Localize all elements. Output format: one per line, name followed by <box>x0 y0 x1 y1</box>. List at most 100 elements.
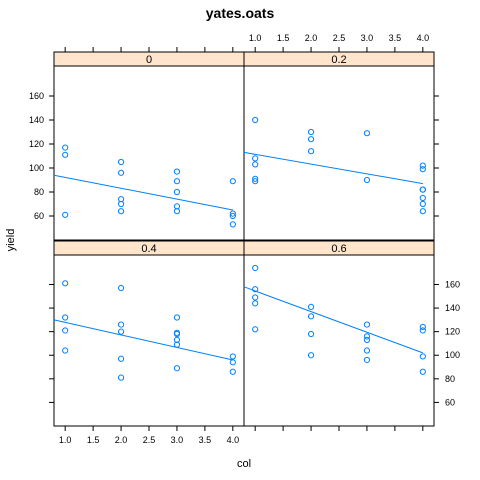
panel-0-6: 0.6 <box>243 240 435 427</box>
x-tick-label: 3.0 <box>361 33 374 43</box>
data-point <box>173 208 181 215</box>
data-point <box>229 368 236 375</box>
data-point <box>419 166 426 173</box>
x-tick-label: 2.0 <box>305 33 318 43</box>
data-point <box>307 148 315 155</box>
data-point <box>363 176 371 184</box>
data-point <box>252 161 259 168</box>
data-point <box>419 353 426 360</box>
y-tick-label: 160 <box>29 91 44 101</box>
data-point <box>419 323 426 331</box>
data-point <box>307 136 315 143</box>
data-point <box>363 321 371 328</box>
data-point <box>62 347 69 354</box>
x-tick-label: 1.5 <box>87 435 100 445</box>
data-point <box>252 175 259 182</box>
data-point <box>252 326 259 333</box>
strip-label: 0.6 <box>331 243 346 255</box>
panel-0-4: 0.4 <box>53 240 245 427</box>
data-point <box>229 221 236 228</box>
x-tick-label: 2.5 <box>333 33 346 43</box>
data-point <box>252 294 259 301</box>
x-tick-label: 4.0 <box>227 435 240 445</box>
data-point <box>252 300 259 307</box>
strip-label: 0.4 <box>141 243 156 255</box>
data-point <box>173 341 181 348</box>
x-tick-label: 2.5 <box>143 435 156 445</box>
y-tick-label: 60 <box>34 211 44 221</box>
data-point <box>419 186 426 193</box>
data-point <box>307 313 315 320</box>
data-point <box>252 155 259 162</box>
y-tick-label: 140 <box>29 115 44 125</box>
data-point <box>117 321 125 328</box>
y-axis-label: yield <box>5 229 17 252</box>
y-tick-label: 160 <box>445 279 460 289</box>
data-point <box>173 314 181 321</box>
panel-frame <box>243 65 435 241</box>
panel-frame <box>53 254 245 427</box>
data-point <box>229 178 236 185</box>
panels-group: 0 0.2 0.4 0.6 <box>53 51 435 427</box>
data-point <box>252 116 259 124</box>
y-tick-label: 60 <box>445 397 455 407</box>
panel-frame <box>243 254 435 427</box>
data-point <box>363 130 371 137</box>
data-point <box>363 356 371 364</box>
data-point <box>363 336 371 344</box>
data-point <box>62 144 69 151</box>
data-point <box>117 158 125 166</box>
data-point <box>419 208 426 215</box>
x-axis-label: col <box>237 458 251 470</box>
x-tick-label: 1.5 <box>277 33 290 43</box>
regression-line <box>53 174 233 211</box>
data-point <box>307 128 315 136</box>
strip-label: 0.2 <box>331 54 346 66</box>
data-point <box>252 286 259 293</box>
data-point <box>229 210 236 217</box>
x-tick-label: 3.0 <box>171 435 184 445</box>
x-tick-label: 2.0 <box>115 435 128 445</box>
data-point <box>363 347 371 354</box>
data-point <box>62 280 69 287</box>
regression-line <box>53 319 233 361</box>
data-point <box>229 212 236 220</box>
data-point <box>62 314 69 321</box>
data-point <box>252 264 259 272</box>
data-point <box>62 211 69 218</box>
data-point <box>419 162 426 169</box>
data-point <box>229 359 236 366</box>
regression-line <box>243 151 423 185</box>
data-point <box>173 188 181 196</box>
data-point <box>173 365 181 372</box>
y-tick-label: 80 <box>34 187 44 197</box>
data-point <box>62 151 69 158</box>
data-point <box>117 284 125 292</box>
data-point <box>307 352 315 359</box>
data-point <box>363 333 371 340</box>
data-point <box>419 327 426 334</box>
data-point <box>62 327 69 334</box>
y-tick-label: 100 <box>445 350 460 360</box>
chart-title: yates.oats <box>206 5 275 21</box>
data-point <box>419 194 426 202</box>
data-point <box>419 368 426 375</box>
y-tick-label: 120 <box>445 327 460 337</box>
x-tick-label: 1.0 <box>59 435 72 445</box>
panel-frame <box>53 65 245 241</box>
x-tick-label: 4.0 <box>417 33 430 43</box>
data-point <box>117 200 125 208</box>
strip-label: 0 <box>146 54 152 66</box>
data-point <box>117 374 125 381</box>
y-tick-label: 120 <box>29 139 44 149</box>
data-point <box>173 168 181 175</box>
data-point <box>419 200 426 208</box>
data-point <box>117 355 125 362</box>
panel-0: 0 <box>53 51 245 241</box>
data-point <box>307 303 315 310</box>
y-tick-label: 100 <box>29 163 44 173</box>
data-point <box>173 330 181 338</box>
data-point <box>117 328 125 335</box>
y-tick-label: 140 <box>445 303 460 313</box>
